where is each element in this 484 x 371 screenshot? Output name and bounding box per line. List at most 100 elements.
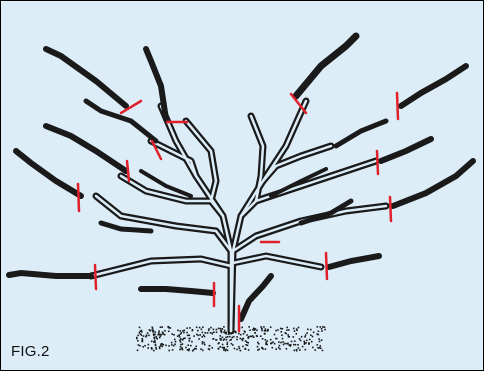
soil-dot bbox=[293, 328, 295, 330]
soil-dot bbox=[227, 346, 229, 348]
soil-dot bbox=[280, 328, 282, 330]
soil-dot bbox=[296, 349, 298, 351]
soil-dot bbox=[164, 330, 166, 332]
soil-dot bbox=[188, 338, 190, 340]
soil-dot bbox=[178, 334, 180, 336]
soil-dot bbox=[227, 350, 229, 352]
soil-dot bbox=[275, 330, 277, 332]
soil-dot bbox=[321, 339, 323, 341]
soil-dot bbox=[181, 332, 183, 334]
soil-dot bbox=[322, 350, 324, 352]
soil-dot bbox=[322, 326, 324, 328]
soil-dot bbox=[319, 341, 321, 343]
soil-dot bbox=[188, 350, 190, 352]
soil-dot bbox=[234, 331, 236, 333]
soil-dot bbox=[305, 334, 307, 336]
soil-dot bbox=[179, 349, 181, 351]
soil-dot bbox=[204, 336, 206, 338]
soil-dot bbox=[244, 330, 246, 332]
soil-dot bbox=[158, 330, 160, 332]
soil-dot bbox=[248, 349, 250, 351]
soil-dot bbox=[300, 340, 302, 342]
soil-dot bbox=[186, 327, 188, 329]
soil-dot bbox=[281, 331, 283, 333]
soil-dot bbox=[293, 336, 295, 338]
soil-dot bbox=[144, 345, 146, 347]
soil-dot bbox=[215, 339, 217, 341]
soil-dot bbox=[222, 344, 224, 346]
soil-dot bbox=[272, 347, 274, 349]
soil-dot bbox=[283, 344, 285, 346]
soil-dot bbox=[222, 328, 224, 330]
soil-dot bbox=[189, 335, 191, 337]
soil-dot bbox=[296, 328, 298, 330]
soil-dot bbox=[153, 350, 155, 352]
soil-dot bbox=[160, 326, 162, 328]
soil-dot bbox=[324, 326, 326, 328]
soil-dot bbox=[247, 342, 249, 344]
soil-dot bbox=[198, 338, 200, 340]
soil-dot bbox=[148, 335, 150, 337]
soil-dot bbox=[286, 329, 288, 331]
soil-dot bbox=[168, 345, 170, 347]
soil-dot bbox=[261, 328, 263, 330]
soil-dot bbox=[296, 333, 298, 335]
soil-dot bbox=[191, 341, 193, 343]
soil-dot bbox=[243, 333, 245, 335]
soil-dot bbox=[280, 342, 282, 344]
soil-dot bbox=[307, 329, 309, 331]
soil-dot bbox=[316, 333, 318, 335]
soil-dot bbox=[241, 327, 243, 329]
soil-dot bbox=[317, 344, 319, 346]
soil-dot bbox=[137, 335, 139, 337]
soil-dot bbox=[160, 335, 162, 337]
soil-dot bbox=[277, 329, 279, 331]
soil-dot bbox=[231, 343, 233, 345]
soil-dot bbox=[248, 337, 250, 339]
soil-dot bbox=[242, 346, 244, 348]
soil-dot bbox=[187, 335, 189, 337]
soil-dot bbox=[248, 326, 250, 328]
soil-dot bbox=[321, 328, 323, 330]
soil-dot bbox=[254, 332, 256, 334]
soil-dot bbox=[298, 347, 300, 349]
soil-dot bbox=[143, 335, 145, 337]
soil-dot bbox=[278, 347, 280, 349]
soil-dot bbox=[218, 348, 220, 350]
soil-dot bbox=[311, 341, 313, 343]
soil-dot bbox=[249, 329, 251, 331]
soil-dot bbox=[181, 348, 183, 350]
soil-dot bbox=[157, 334, 159, 336]
soil-dot bbox=[297, 344, 299, 346]
soil-dot bbox=[136, 337, 138, 339]
soil-dot bbox=[318, 331, 320, 333]
soil-dot bbox=[282, 341, 284, 343]
soil-dot bbox=[139, 345, 141, 347]
soil-dot bbox=[288, 336, 290, 338]
soil-dot bbox=[180, 338, 182, 340]
soil-dot bbox=[305, 342, 307, 344]
soil-dot bbox=[162, 332, 164, 334]
soil-dot bbox=[171, 344, 173, 346]
soil-dot bbox=[240, 350, 242, 352]
soil-dot bbox=[224, 347, 226, 349]
soil-dot bbox=[261, 347, 263, 349]
soil-dot bbox=[172, 349, 174, 351]
soil-dot bbox=[163, 344, 165, 346]
soil-dot bbox=[152, 328, 154, 330]
soil-dot bbox=[223, 348, 225, 350]
soil-dot bbox=[224, 330, 226, 332]
main-stems bbox=[91, 101, 386, 331]
soil-dot bbox=[301, 336, 303, 338]
soil-dot bbox=[151, 347, 153, 349]
soil-dot bbox=[245, 344, 247, 346]
soil-dot bbox=[202, 341, 204, 343]
soil-dot bbox=[148, 344, 150, 346]
soil-dot bbox=[211, 347, 213, 349]
soil-dot bbox=[246, 341, 248, 343]
soil-dot bbox=[210, 332, 212, 334]
soil-dot bbox=[287, 343, 289, 345]
soil-dot bbox=[171, 342, 173, 344]
soil-dot bbox=[216, 331, 218, 333]
soil-dot bbox=[264, 333, 266, 335]
